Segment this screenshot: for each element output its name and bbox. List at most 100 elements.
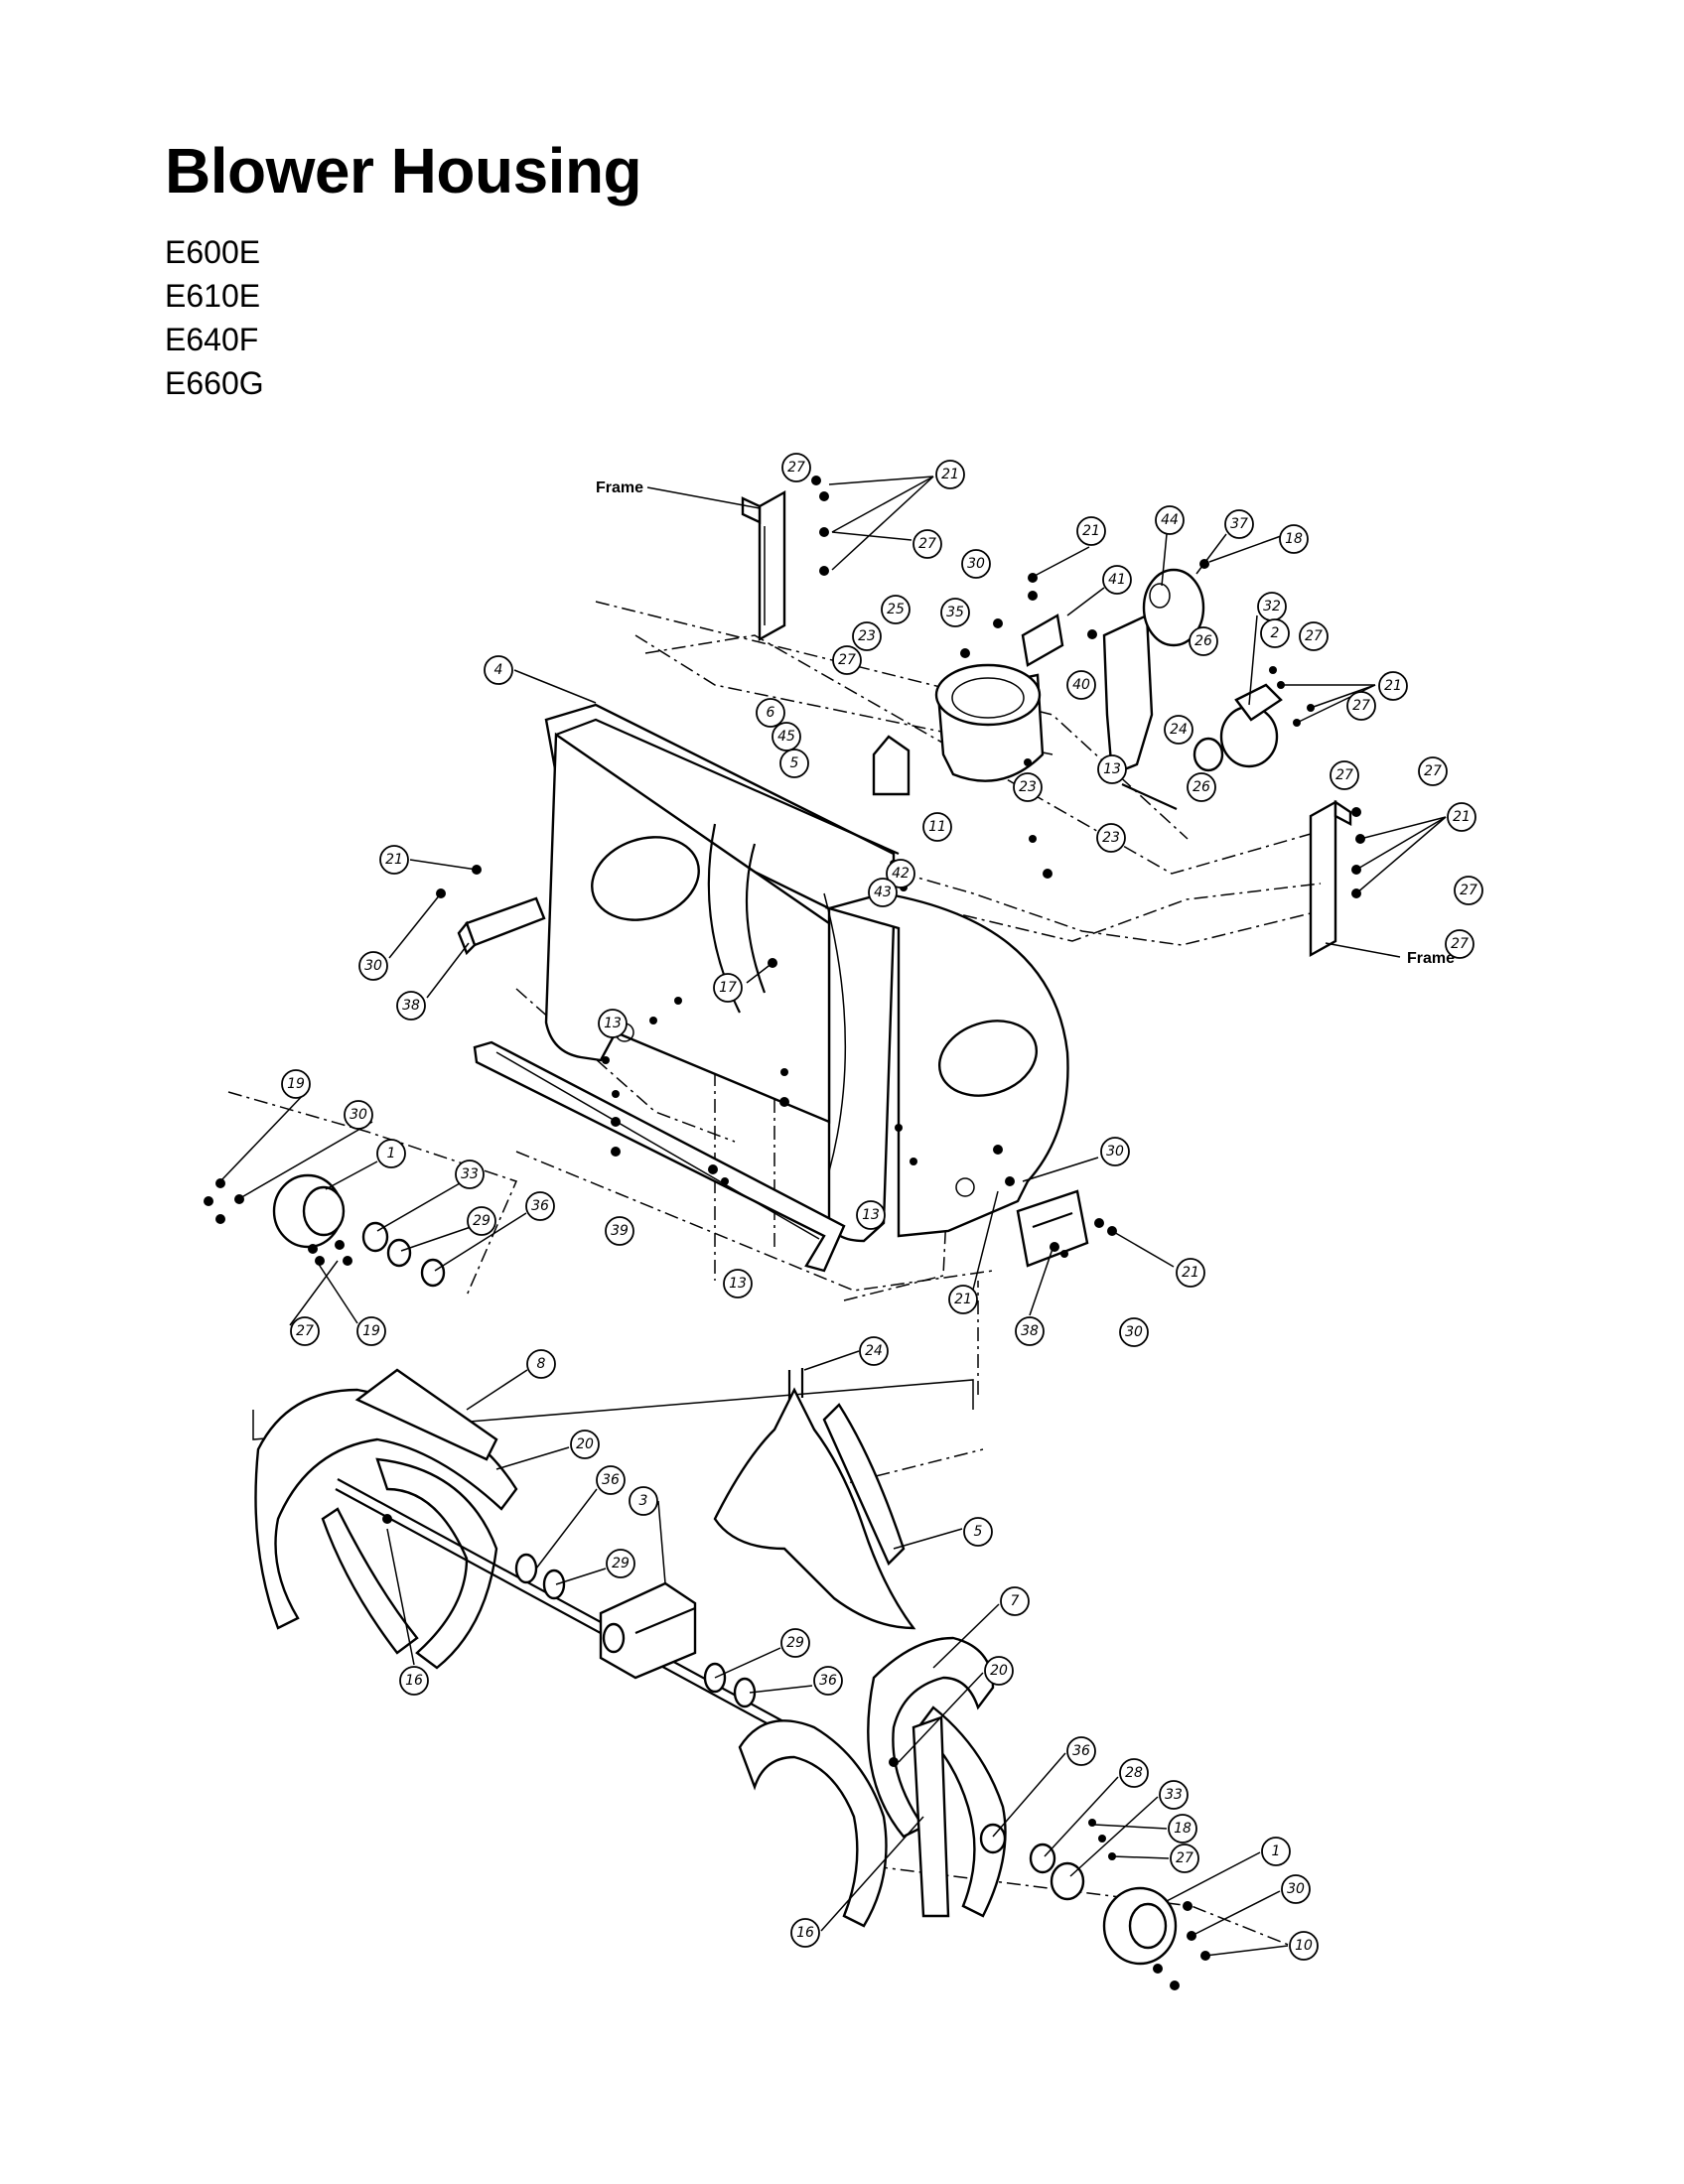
- callout-circle: [1289, 1931, 1319, 1961]
- part-callout: 2: [1260, 618, 1290, 648]
- callout-circle: [756, 698, 785, 728]
- callout-number: 40: [1072, 677, 1090, 693]
- part-callout: 27: [832, 645, 862, 675]
- model-number: E660G: [165, 365, 264, 401]
- callout-circle: [1155, 505, 1185, 535]
- part-callout: 18: [1168, 1814, 1197, 1843]
- part-callout: 26: [1187, 772, 1216, 802]
- callout-circle: [922, 812, 952, 842]
- part-callout: 33: [1159, 1780, 1189, 1810]
- callout-number: 30: [1106, 1144, 1124, 1160]
- callout-number: 30: [967, 556, 985, 572]
- part-callout: 7: [1000, 1586, 1030, 1616]
- part-callout: 20: [984, 1656, 1014, 1686]
- part-callout: 30: [1281, 1874, 1311, 1904]
- model-number: E600E: [165, 234, 261, 270]
- callout-circle: [1346, 691, 1376, 721]
- callout-circle: [598, 1009, 628, 1038]
- callout-number: 20: [576, 1436, 594, 1452]
- part-callout: 3: [629, 1486, 658, 1516]
- part-callout: 25: [881, 595, 911, 624]
- part-callout: 20: [570, 1430, 600, 1459]
- callout-number: 18: [1285, 531, 1303, 547]
- callout-circle: [832, 645, 862, 675]
- frame-bracket-right: [1309, 799, 1352, 958]
- callout-number: 20: [990, 1663, 1008, 1679]
- callout-number: 27: [838, 652, 856, 668]
- callout-number: 21: [1182, 1265, 1199, 1281]
- frame-label: Frame: [596, 479, 643, 496]
- callout-circle: [859, 1336, 889, 1366]
- callout-number: 27: [1176, 1850, 1193, 1866]
- callout-circle: [629, 1486, 658, 1516]
- part-callout: 27: [781, 453, 811, 482]
- callout-circle: [723, 1269, 753, 1298]
- skid-shoe-left: [457, 896, 546, 956]
- callout-circle: [358, 951, 388, 981]
- part-callout: 30: [1119, 1317, 1149, 1347]
- callout-circle: [912, 529, 942, 559]
- callout-leaders: [219, 476, 1447, 1957]
- part-callout: 21: [1176, 1258, 1205, 1288]
- part-callout: 23: [1013, 772, 1043, 802]
- callout-number: 6: [767, 705, 775, 721]
- callout-number: 45: [777, 729, 795, 745]
- callout-number: 33: [1165, 1787, 1183, 1803]
- part-callout: 35: [940, 598, 970, 627]
- callout-number: 18: [1174, 1821, 1192, 1837]
- callout-circle: [484, 655, 513, 685]
- callout-circle: [1378, 671, 1408, 701]
- scraper-bar: [473, 1040, 846, 1273]
- callout-number: 25: [887, 602, 905, 617]
- callout-number: 38: [1021, 1323, 1039, 1339]
- callout-circle: [379, 845, 409, 875]
- callout-number: 27: [787, 460, 805, 476]
- callout-circle: [1224, 509, 1254, 539]
- impeller: [713, 1368, 916, 1630]
- callout-circle: [790, 1918, 820, 1948]
- part-callout: 24: [1164, 715, 1193, 745]
- part-callout: 30: [1100, 1137, 1130, 1166]
- part-callout: 23: [1096, 823, 1126, 853]
- callout-circle: [1097, 754, 1127, 784]
- callout-number: 28: [1125, 1765, 1143, 1781]
- callout-circle: [1076, 516, 1106, 546]
- part-callout: 30: [961, 549, 991, 579]
- callout-circle: [1260, 618, 1290, 648]
- callout-number: 8: [537, 1356, 546, 1372]
- callout-number: 2: [1271, 625, 1280, 641]
- bearing-flange-right: [979, 1823, 1178, 1966]
- callout-circle: [940, 598, 970, 627]
- part-callout: 13: [723, 1269, 753, 1298]
- callout-number: 29: [786, 1635, 804, 1651]
- part-callout: 27: [1330, 760, 1359, 790]
- callout-circle: [455, 1160, 485, 1189]
- part-callout: 42: [886, 859, 915, 888]
- callout-circle: [1102, 565, 1132, 595]
- callout-circle: [1066, 670, 1096, 700]
- callout-circle: [779, 749, 809, 778]
- callout-circle: [1454, 876, 1483, 905]
- callout-number: 30: [1125, 1324, 1143, 1340]
- part-callout: 27: [290, 1316, 320, 1346]
- callout-circle: [713, 973, 743, 1003]
- gearbox: [599, 1581, 697, 1680]
- callout-number: 23: [1102, 830, 1120, 846]
- part-callout: 29: [606, 1549, 635, 1578]
- callout-number: 23: [1019, 779, 1037, 795]
- callout-number: 21: [1453, 809, 1471, 825]
- callout-circle: [1447, 802, 1476, 832]
- callout-circle: [1418, 756, 1448, 786]
- callout-circle: [781, 453, 811, 482]
- callout-circle: [948, 1285, 978, 1314]
- part-callout: 33: [455, 1160, 485, 1189]
- callout-number: 30: [364, 958, 382, 974]
- callout-circle: [1066, 1736, 1096, 1766]
- callout-number: 17: [719, 980, 737, 996]
- part-callout: 19: [281, 1069, 311, 1099]
- part-callout: 36: [525, 1191, 555, 1221]
- callout-circle: [961, 549, 991, 579]
- part-callout: 6: [756, 698, 785, 728]
- part-callout: 23: [852, 621, 882, 651]
